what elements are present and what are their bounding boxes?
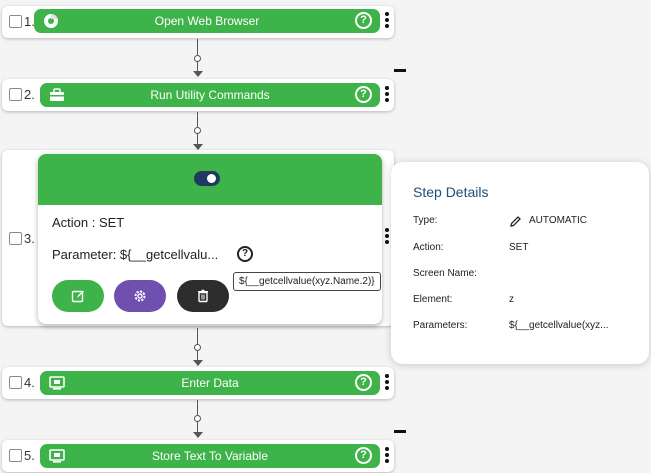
connector-arrow <box>192 328 204 368</box>
delete-icon <box>198 289 208 303</box>
step-card-5: 5. Store Text To Variable ? <box>2 440 394 472</box>
parameters-label: Parameters: <box>413 320 468 331</box>
parameter-help-icon[interactable]: ? <box>237 246 253 262</box>
step-bar-1[interactable]: Open Web Browser ? <box>34 9 380 33</box>
step-checkbox-5[interactable] <box>9 449 22 462</box>
kebab-menu-icon[interactable] <box>384 86 390 102</box>
help-icon[interactable]: ? <box>355 12 372 29</box>
action-value: SET <box>509 242 529 253</box>
step-details-panel: Step Details Type: AUTOMATIC Action: SET… <box>391 162 649 364</box>
toggle-icon[interactable] <box>194 171 220 186</box>
browser-icon <box>44 14 58 28</box>
step-checkbox-2[interactable] <box>9 88 22 101</box>
kebab-menu-icon[interactable] <box>384 12 390 28</box>
monitor-icon <box>49 376 65 390</box>
help-icon[interactable]: ? <box>355 374 372 391</box>
step-number-2: 2. <box>24 87 35 102</box>
step-checkbox-3[interactable] <box>9 232 22 245</box>
collapse-dash-icon[interactable] <box>394 69 406 72</box>
kebab-menu-icon[interactable] <box>384 447 390 463</box>
settings-button[interactable] <box>114 280 166 312</box>
connector-arrow <box>192 400 204 440</box>
step-label-1: Open Web Browser <box>154 14 260 28</box>
step-bar-2[interactable]: Run Utility Commands ? <box>40 83 380 107</box>
screen-name-label: Screen Name: <box>413 268 477 279</box>
edit-button[interactable] <box>52 280 104 312</box>
step-parameter-text: Parameter: ${__getcellvalu... <box>52 247 219 262</box>
parameters-value: ${__getcellvalue(xyz... <box>509 320 609 331</box>
step-bar-4[interactable]: Enter Data ? <box>40 371 380 395</box>
step-card-2: 2. Run Utility Commands ? <box>2 79 394 111</box>
settings-icon <box>134 290 146 302</box>
connector-arrow <box>192 112 204 152</box>
step-action-text: Action : SET <box>52 215 125 230</box>
help-icon[interactable]: ? <box>355 447 372 464</box>
element-label: Element: <box>413 294 453 305</box>
step-bar-5[interactable]: Store Text To Variable ? <box>40 444 380 468</box>
step-details-title: Step Details <box>413 184 489 200</box>
step-label-4: Enter Data <box>181 376 239 390</box>
step-label-2: Run Utility Commands <box>150 88 270 102</box>
kebab-menu-icon[interactable] <box>384 374 390 390</box>
step-number-4: 4. <box>24 375 35 390</box>
edit-icon <box>71 290 84 303</box>
parameter-tooltip: ${__getcellvalue(xyz.Name.2)} <box>233 272 381 291</box>
step-card-4: 4. Enter Data ? <box>2 367 394 399</box>
step-checkbox-1[interactable] <box>9 15 22 28</box>
action-label: Action: <box>413 242 444 253</box>
type-label: Type: <box>413 215 438 226</box>
toolbox-icon <box>50 88 64 101</box>
expanded-step-card: Action : SET Parameter: ${__getcellvalu.… <box>38 154 382 324</box>
delete-button[interactable] <box>177 280 229 312</box>
connector-arrow <box>192 39 204 79</box>
step-checkbox-4[interactable] <box>9 376 22 389</box>
expanded-step-header <box>38 154 382 205</box>
element-value: z <box>509 294 514 305</box>
step-number-1: 1. <box>24 14 35 29</box>
step-number-5: 5. <box>24 448 35 463</box>
pencil-icon <box>510 216 521 227</box>
kebab-menu-icon[interactable] <box>384 228 390 244</box>
step-card-1: 1. Open Web Browser ? <box>2 6 394 38</box>
step-label-5: Store Text To Variable <box>151 449 269 463</box>
type-value: AUTOMATIC <box>529 215 587 226</box>
collapse-dash-icon[interactable] <box>394 430 406 433</box>
help-icon[interactable]: ? <box>355 86 372 103</box>
monitor-icon <box>49 449 65 463</box>
step-number-3: 3. <box>24 231 35 246</box>
